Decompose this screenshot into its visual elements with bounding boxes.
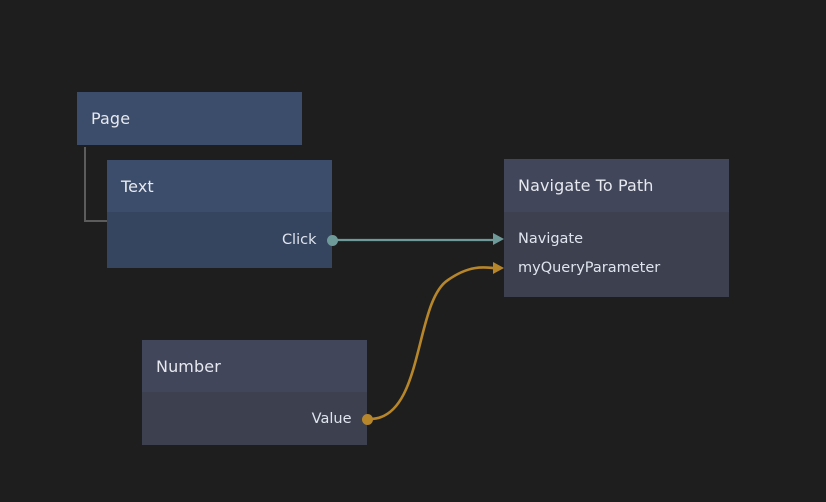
arrow-right-icon[interactable] [493, 233, 504, 245]
edge-value-to-queryparameter [369, 266, 501, 421]
node-number-title: Number [156, 356, 221, 376]
node-text-body: Click [107, 212, 338, 268]
node-text-header[interactable]: Text [107, 160, 332, 212]
node-navigate-to-path-body: Navigate myQueryParameter [493, 212, 729, 297]
node-navigate-to-path-header[interactable]: Navigate To Path [504, 159, 729, 212]
port-number-value[interactable]: Value [312, 408, 373, 430]
port-dot-data-out[interactable] [361, 413, 373, 425]
node-number-header[interactable]: Number [142, 340, 367, 392]
arrow-right-icon[interactable] [493, 262, 504, 274]
node-navigate-to-path-title: Navigate To Path [518, 176, 654, 195]
node-navigate-to-path[interactable]: Navigate To Path Navigate myQueryParamet… [493, 159, 729, 297]
port-number-value-label: Value [311, 411, 352, 427]
node-text-title: Text [121, 176, 154, 196]
node-page-header[interactable]: Page [77, 92, 302, 145]
port-myqueryparameter[interactable]: myQueryParameter [504, 257, 660, 279]
port-myqueryparameter-label: myQueryParameter [518, 260, 661, 276]
node-number[interactable]: Number Value [142, 340, 373, 445]
node-number-body: Value [142, 392, 373, 445]
port-navigate-label: Navigate [518, 231, 584, 247]
port-text-click[interactable]: Click [282, 229, 338, 251]
node-page[interactable]: Page [77, 92, 302, 145]
port-marker-myqueryparameter[interactable] [493, 257, 504, 279]
port-marker-navigate[interactable] [493, 228, 504, 250]
tree-connector-page-to-text [84, 147, 108, 222]
port-dot-exec-out[interactable] [326, 234, 338, 246]
port-navigate[interactable]: Navigate [504, 228, 583, 250]
port-text-click-label: Click [281, 232, 317, 248]
node-page-title: Page [91, 109, 131, 128]
node-text[interactable]: Text Click [107, 160, 338, 268]
